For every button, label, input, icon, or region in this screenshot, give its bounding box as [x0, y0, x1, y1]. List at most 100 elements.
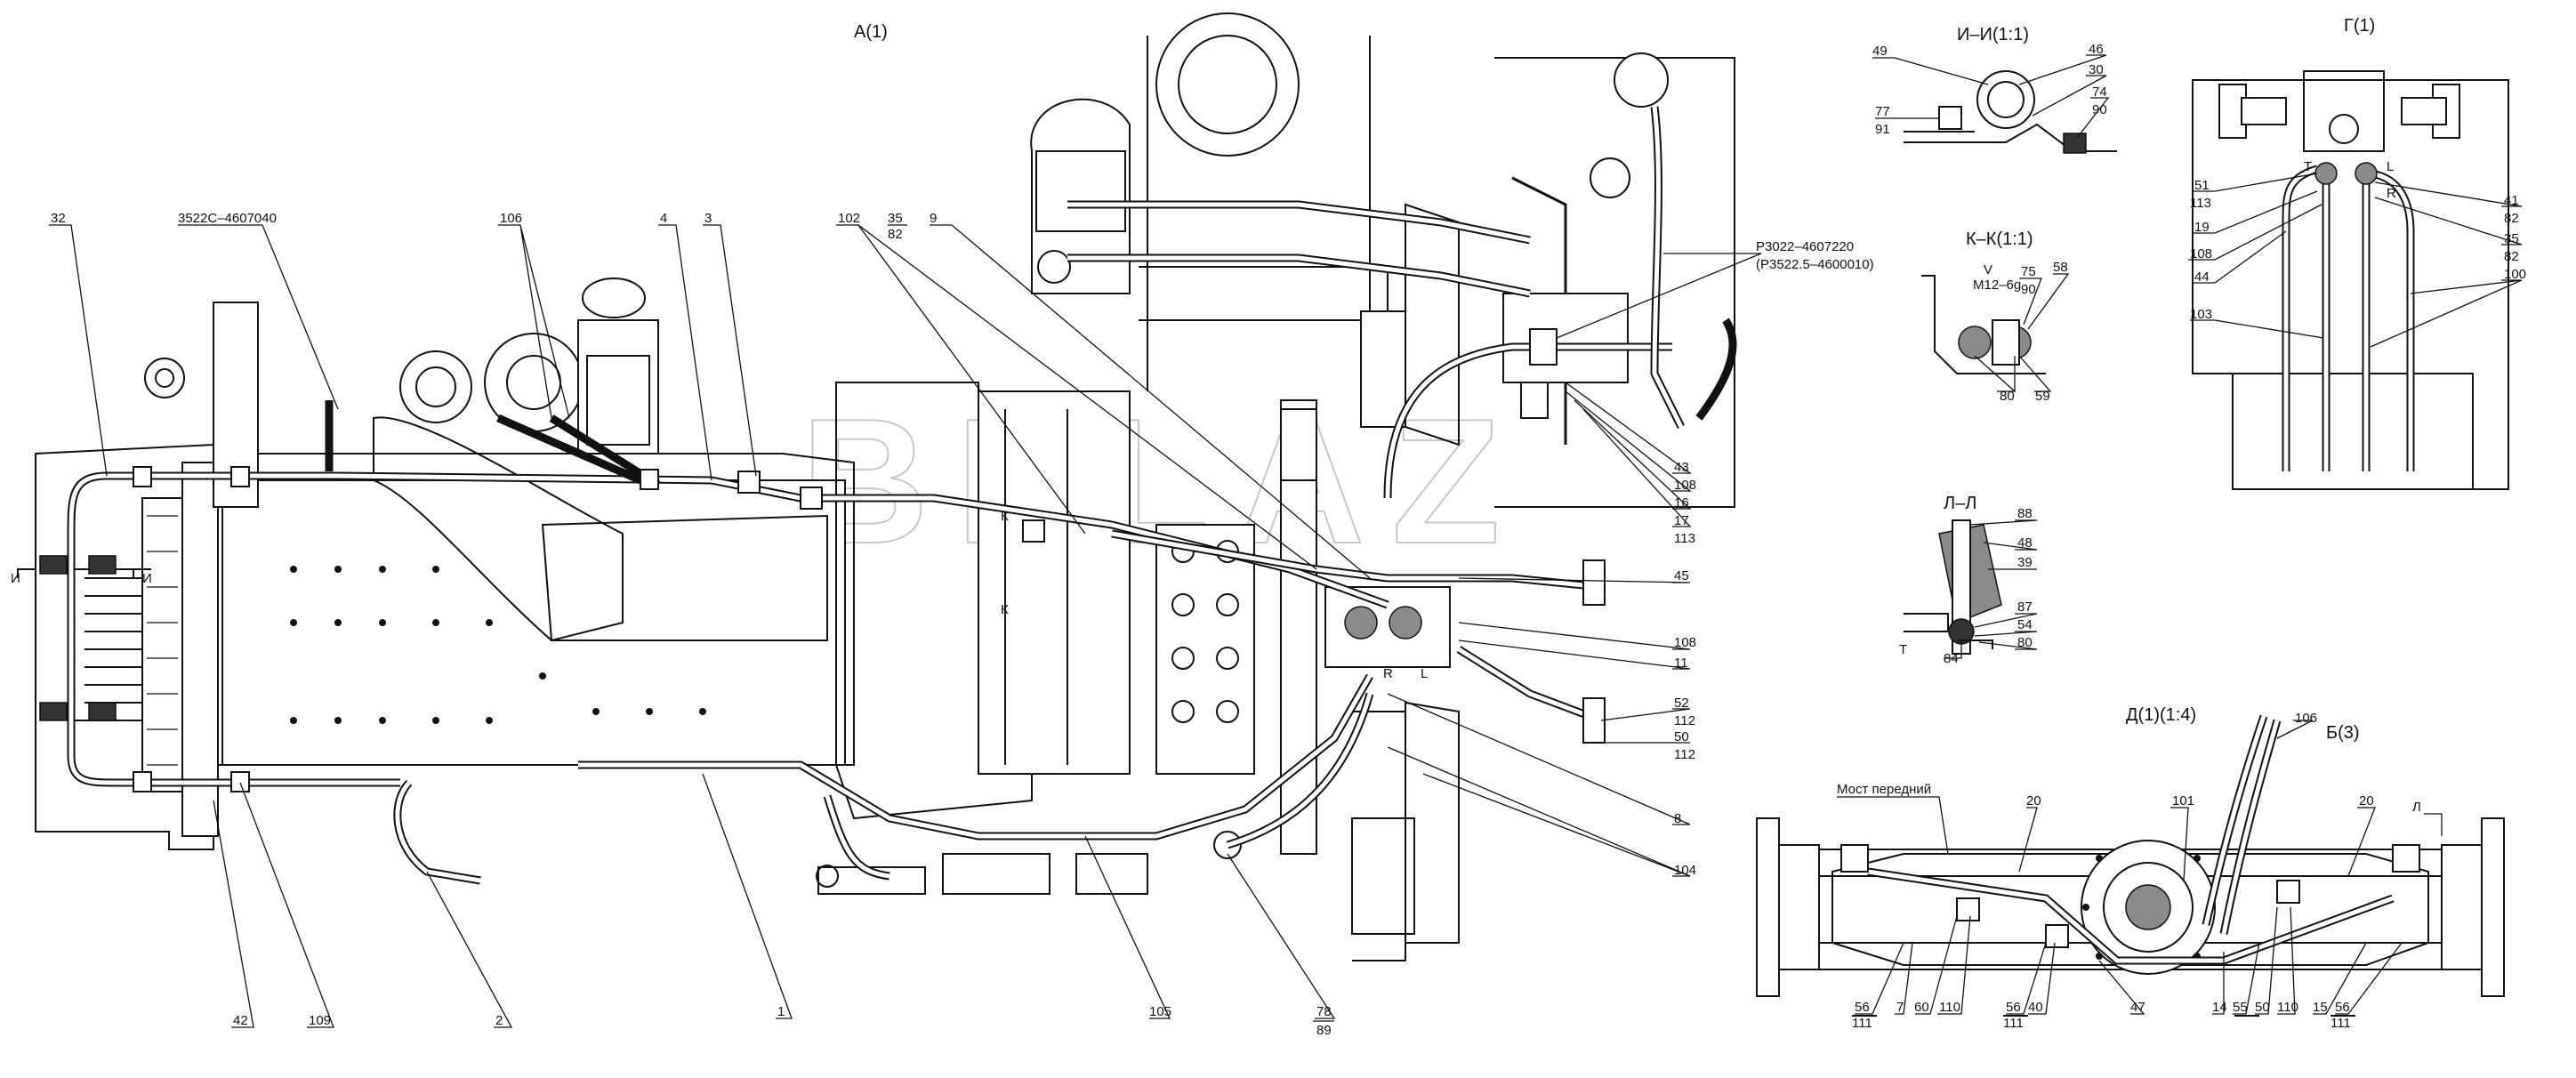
label: 103 [2190, 307, 2212, 322]
label: 89 [1316, 1023, 1332, 1038]
label: 88 [2017, 506, 2033, 521]
port-t2: T [2304, 159, 2312, 174]
section-ii: И–И(1:1) 49 46 30 74 90 77 91 [1872, 25, 2117, 154]
label: 105 [1149, 1004, 1171, 1019]
label: 35 [2504, 231, 2519, 246]
label: 1 [777, 1004, 785, 1019]
label: 111 [2003, 1016, 2024, 1031]
label: 54 [2017, 617, 2033, 632]
transmission-assembly: R L [816, 382, 1451, 895]
label: 3 [704, 211, 712, 226]
engine-assembly [35, 278, 855, 850]
label: 30 [2089, 62, 2104, 77]
view-d-axle: Д(1)(1:4) Б(3) Мост передний Л 106 20 10… [1756, 705, 2505, 1031]
label: 112 [1674, 713, 1695, 728]
label: 46 [2089, 42, 2104, 57]
label: 41 [2504, 193, 2519, 208]
view-title-d: Д(1)(1:4) [2126, 705, 2196, 725]
label: 43 [1674, 460, 1689, 475]
label: 48 [2017, 535, 2033, 551]
right-wheel-hub [2481, 817, 2505, 997]
label: 112 [1674, 747, 1695, 762]
label: 59 [2035, 389, 2050, 404]
section-kk: К–К(1:1) V М12–6g 75 90 58 80 59 [1921, 229, 2070, 404]
label: 74 [2092, 84, 2107, 100]
label: 20 [2026, 793, 2041, 808]
label: 56 [1855, 1000, 1870, 1015]
axle-note: Мост передний [1837, 782, 1931, 797]
label: 111 [1852, 1016, 1872, 1031]
label: 87 [2017, 599, 2033, 615]
label: 82 [888, 227, 903, 242]
filter-cap [582, 278, 646, 318]
label: 17 [1674, 513, 1689, 528]
label: 108 [2190, 246, 2212, 261]
label: 110 [2277, 1000, 2298, 1015]
label: 11 [1674, 656, 1688, 671]
label: 109 [309, 1013, 331, 1028]
label: 20 [2359, 793, 2374, 808]
label: 56 [2335, 1000, 2350, 1015]
view-g: Г(1) T L R 51 113 19 108 44 103 41 82 35… [2188, 16, 2526, 490]
label: 108 [1674, 478, 1696, 493]
label: 35 [888, 211, 903, 226]
label: 84 [1944, 651, 1959, 666]
view-title-section-ll: Л–Л [1944, 494, 1976, 513]
label: 106 [2295, 711, 2317, 726]
label: 90 [2021, 282, 2036, 297]
label: 108 [1674, 635, 1696, 650]
label: 100 [2504, 267, 2526, 282]
label: 106 [500, 211, 522, 226]
label: 9 [930, 211, 937, 226]
turbocharger [399, 350, 472, 423]
label: 60 [1914, 1000, 1929, 1015]
thread-note: М12–6g [1973, 278, 2021, 293]
label: 47 [2130, 1000, 2145, 1015]
label: 80 [2000, 389, 2015, 404]
view-title-b: Б(3) [2326, 723, 2360, 743]
label: 15 [2313, 1000, 2328, 1015]
part-note-p3022: Р3022–4607220 [1756, 239, 1854, 254]
left-wheel-hub [1756, 817, 1780, 997]
section-mark-i-right: И [142, 571, 152, 586]
label: 90 [2092, 102, 2107, 117]
section-mark-i-left: И [11, 571, 20, 586]
label: 82 [2504, 249, 2519, 264]
label: 39 [2017, 555, 2033, 570]
label: 110 [1939, 1000, 1960, 1015]
label: 111 [2330, 1016, 2351, 1031]
view-title-g: Г(1) [2344, 16, 2375, 36]
section-mark-k-bot: К [1001, 602, 1009, 617]
part-note-3522c: 3522С–4607040 [178, 211, 277, 226]
label: 91 [1875, 122, 1890, 137]
label: 4 [660, 211, 667, 226]
section-mark-k-top: К [1001, 509, 1009, 524]
label: 113 [1674, 531, 1695, 546]
label: 104 [1674, 863, 1696, 878]
label: 40 [2028, 1000, 2043, 1015]
port-r2: R [2387, 186, 2396, 201]
air-filter [1155, 12, 1300, 157]
section-ll: Л–Л T 88 48 39 87 54 80 84 [1899, 494, 2038, 666]
port-l2: L [2387, 159, 2394, 174]
label: 101 [2172, 793, 2194, 808]
label: 75 [2021, 264, 2036, 279]
block-bolts [290, 566, 706, 724]
cab-assembly [1030, 12, 1735, 961]
label: 77 [1875, 104, 1890, 119]
label: 56 [2006, 1000, 2021, 1015]
label: 42 [233, 1013, 248, 1028]
label: 19 [2194, 220, 2210, 235]
pipe-fittings [133, 328, 1606, 792]
label: 50 [1674, 729, 1689, 744]
label: 52 [1674, 696, 1689, 711]
label: 8 [1674, 811, 1681, 826]
label: 113 [2190, 196, 2211, 211]
marker-l3: Л [2412, 800, 2421, 815]
label: 7 [1896, 1000, 1904, 1015]
label: 14 [2212, 1000, 2227, 1015]
view-title-main: А(1) [854, 22, 888, 42]
port-l: L [1421, 666, 1428, 681]
